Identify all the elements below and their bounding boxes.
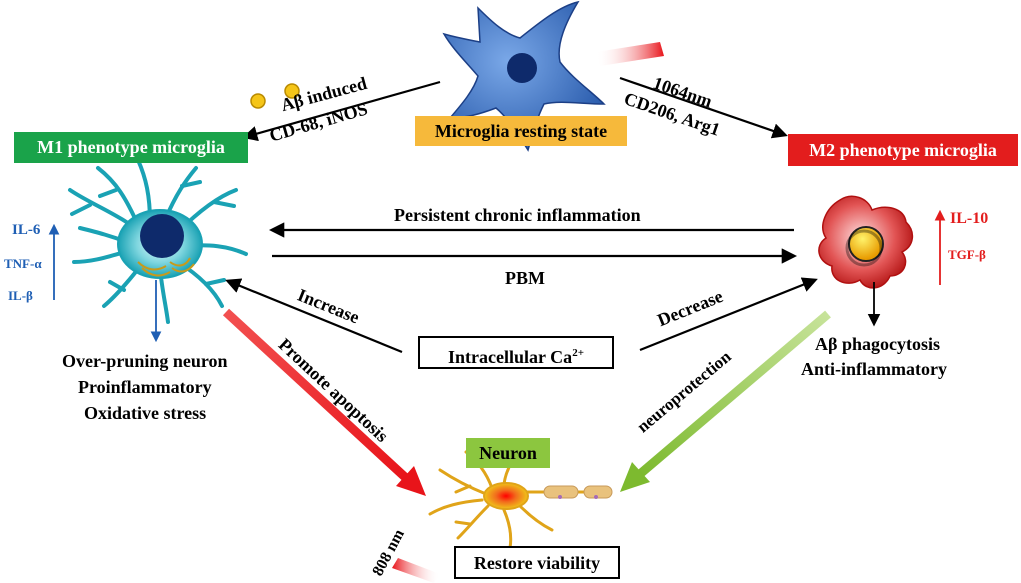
- calcium-box: Intracellular Ca2+: [418, 336, 614, 369]
- m1-phenotype-box: M1 phenotype microglia: [14, 132, 248, 163]
- m1-effect-2: Proinflammatory: [78, 377, 212, 397]
- calcium-superscript: 2+: [572, 347, 584, 359]
- m1-mitochondria-icon: [137, 257, 195, 277]
- m2-microglia-icon: [818, 195, 914, 289]
- m2-cytokine-2: TGF-β: [948, 247, 986, 262]
- increase-arrow: [225, 278, 403, 354]
- apoptosis-arrow: [222, 308, 426, 496]
- m2-phenotype-box: M2 phenotype microglia: [788, 134, 1018, 166]
- m1-cytokine-3: IL-β: [8, 288, 33, 303]
- calcium-label: Intracellular Ca: [448, 347, 573, 367]
- laser-beam-808-icon: [392, 558, 440, 583]
- m1-cytokine-1: IL-6: [12, 222, 41, 238]
- resting-to-m1-arrow: [242, 80, 441, 142]
- neuron-box: Neuron: [466, 438, 550, 468]
- neuroprotection-arrow: [620, 310, 831, 492]
- persistent-inflammation-label: Persistent chronic inflammation: [394, 205, 641, 225]
- decrease-arrow: [639, 277, 818, 352]
- abeta-plaque-icon: [250, 83, 300, 109]
- neuron-icon: [428, 450, 613, 550]
- laser-beam-1064-icon: [596, 42, 664, 66]
- m2-effect-2: Anti-inflammatory: [801, 359, 947, 379]
- restore-viability-box: Restore viability: [454, 546, 620, 579]
- m1-effect-1: Over-pruning neuron: [62, 351, 228, 371]
- resting-to-m2-arrow: [619, 76, 788, 139]
- m2-cytokine-1: IL-10: [950, 210, 989, 227]
- m1-cytokine-2: TNF-α: [4, 256, 42, 271]
- m1-effect-3: Oxidative stress: [84, 403, 207, 423]
- pbm-label: PBM: [505, 268, 545, 288]
- m2-effect-1: Aβ phagocytosis: [815, 334, 940, 354]
- resting-state-box: Microglia resting state: [415, 116, 627, 146]
- m1-nucleus: [140, 214, 184, 258]
